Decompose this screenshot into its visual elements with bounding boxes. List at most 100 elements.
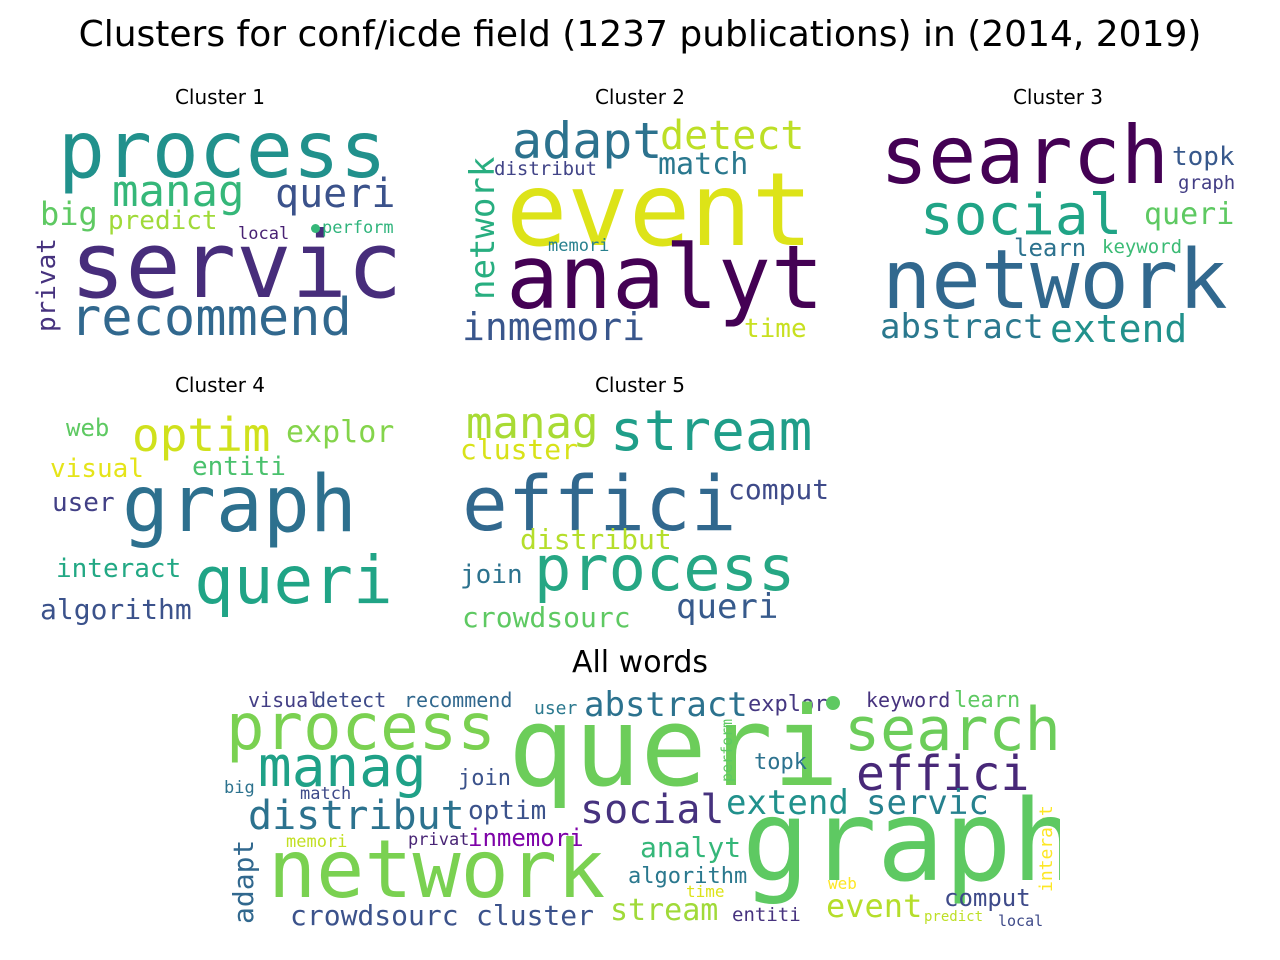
word: crowdsourc	[462, 601, 631, 634]
word: detect	[660, 113, 805, 159]
word: optim	[468, 796, 547, 826]
word: search	[880, 110, 1169, 202]
word: analyt	[640, 831, 742, 864]
word: optim	[132, 408, 271, 462]
word: algorithm	[40, 593, 192, 626]
word: recommend	[70, 288, 352, 348]
word: search	[844, 695, 1060, 765]
cluster-5-title: Cluster 5	[594, 373, 686, 397]
word: topk	[754, 750, 807, 775]
cluster-4-title: Cluster 4	[174, 373, 266, 397]
word: local	[998, 912, 1044, 930]
word: big	[224, 778, 255, 798]
word: queri	[1144, 197, 1235, 232]
word: network	[463, 156, 503, 300]
word: match	[300, 784, 352, 804]
word: learn	[1014, 234, 1087, 262]
word: match	[658, 147, 749, 182]
word: distribut	[248, 793, 465, 839]
word: queri	[275, 171, 396, 217]
word: effici	[856, 746, 1030, 802]
word: keyword	[866, 688, 951, 712]
word: time	[744, 314, 807, 344]
word: visual	[248, 688, 321, 712]
word: adapt	[227, 839, 260, 924]
word: interact	[56, 554, 182, 584]
cluster-4-wordcloud: web optim explor visual entiti user grap…	[30, 400, 420, 635]
word: cluster	[476, 899, 595, 932]
word: queri	[508, 686, 840, 811]
word: recommend	[404, 688, 513, 712]
word: graph	[742, 777, 1060, 907]
word: effici	[462, 459, 737, 548]
word: adapt	[512, 112, 663, 170]
word: detect	[314, 688, 387, 712]
word: entiti	[192, 452, 286, 482]
word: stream	[610, 400, 813, 464]
cluster-5-wordcloud: manag stream cluster effici comput distr…	[450, 400, 840, 635]
word: entiti	[732, 904, 801, 926]
word: social	[580, 787, 725, 833]
word: process	[58, 110, 387, 196]
figure-title: Clusters for conf/icde field (1237 publi…	[78, 14, 1202, 55]
word: user	[52, 488, 115, 518]
dot-mark	[311, 224, 320, 233]
dot-mark	[826, 696, 840, 710]
all-words-wordcloud: visual detect recommend user abstract ex…	[220, 686, 1060, 936]
cluster-1-title: Cluster 1	[174, 85, 266, 109]
word: keyword	[1102, 236, 1183, 258]
word: distribut	[520, 523, 672, 556]
word: big	[40, 195, 98, 233]
word: abstract	[584, 686, 748, 725]
word: topk	[1172, 142, 1235, 172]
word: queri	[676, 587, 779, 627]
word: visual	[50, 454, 144, 484]
word: join	[460, 560, 523, 590]
word: queri	[194, 542, 393, 619]
word: distribut	[494, 158, 597, 180]
cluster-3-wordcloud: search topk graph social queri learn key…	[870, 110, 1260, 350]
word: inmemori	[468, 824, 584, 852]
word: manag	[112, 166, 245, 217]
word: servic	[70, 212, 403, 319]
all-words-title: All words	[571, 645, 709, 680]
word: privat	[32, 238, 62, 332]
word: comput	[944, 884, 1031, 912]
word: extend	[726, 783, 849, 823]
word: crowdsourc	[290, 899, 459, 932]
word: abstract	[880, 307, 1044, 347]
word: predict	[924, 909, 984, 925]
word: user	[534, 698, 578, 719]
cluster-2-wordcloud: adapt detect distribut match event netwo…	[450, 110, 840, 350]
word: explor	[286, 415, 395, 450]
word: process	[226, 691, 496, 765]
word: stream	[610, 893, 719, 928]
word: cluster	[460, 433, 579, 466]
word: join	[458, 766, 511, 791]
word: learn	[954, 688, 1021, 713]
word: algorithm	[628, 864, 748, 889]
word: web	[828, 874, 857, 893]
word: graph	[122, 460, 357, 550]
word: memori	[286, 832, 348, 852]
word: time	[686, 882, 725, 901]
cluster-1-wordcloud: process manag queri big predict servic l…	[30, 110, 420, 350]
word: extend	[1050, 307, 1188, 350]
word: perform	[718, 718, 736, 782]
word: social	[920, 183, 1123, 248]
word: analyt	[506, 226, 824, 329]
word: inmemori	[462, 305, 646, 349]
word: privat	[408, 830, 470, 850]
word: explor	[748, 692, 828, 717]
word: network	[268, 823, 606, 916]
word: network	[882, 233, 1228, 328]
word: web	[66, 414, 110, 442]
word: perform	[322, 218, 394, 238]
word: event	[506, 151, 814, 270]
word: local	[238, 224, 290, 244]
word: servic	[866, 783, 989, 823]
word: manag	[466, 400, 599, 449]
word: graph	[1178, 172, 1236, 194]
word: comput	[728, 473, 830, 506]
word: predict	[108, 206, 218, 236]
